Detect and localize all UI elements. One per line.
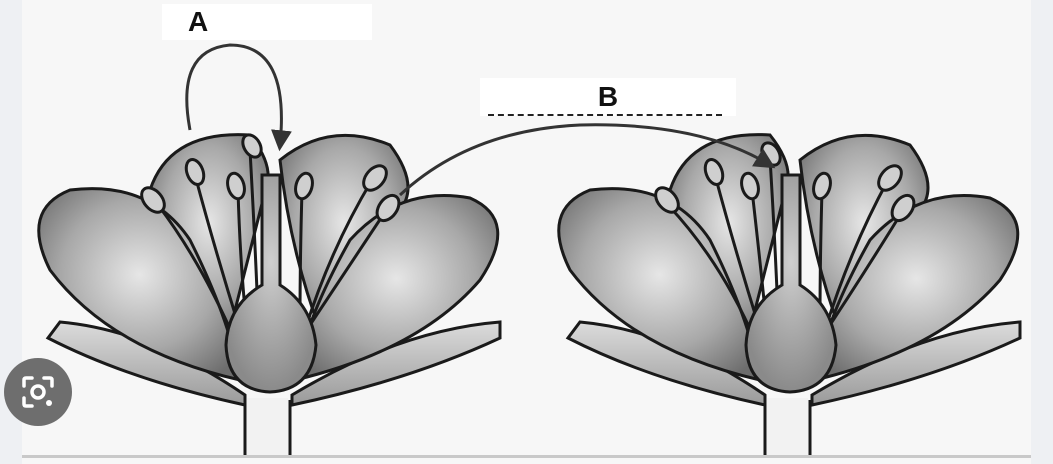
bottom-border [22, 455, 1031, 458]
flower-left [39, 132, 500, 458]
answer-blank-line [488, 114, 722, 116]
label-b: B [480, 78, 736, 116]
flower-right [559, 135, 1020, 458]
label-a: A [162, 4, 372, 40]
visual-search-icon [20, 374, 56, 410]
visual-search-button[interactable] [4, 358, 72, 426]
self-pollination-arrow [187, 45, 282, 145]
